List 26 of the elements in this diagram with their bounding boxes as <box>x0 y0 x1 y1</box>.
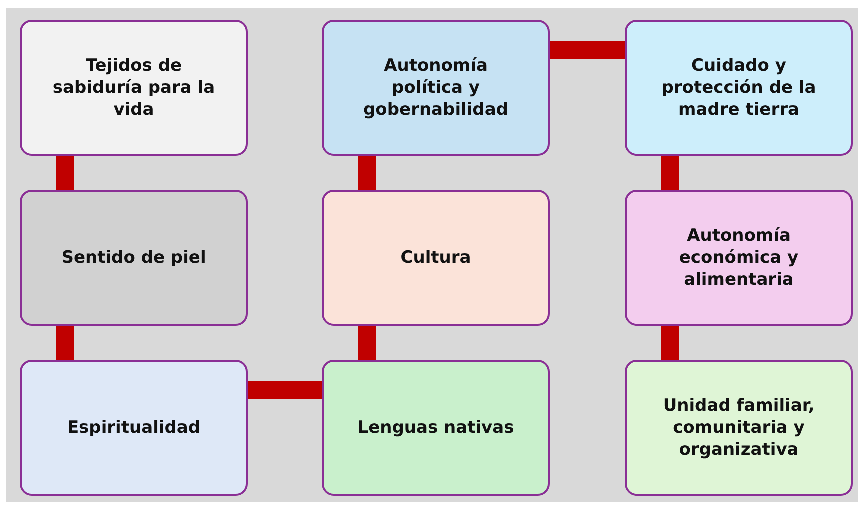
topic-box <box>625 360 853 496</box>
topic-label: Tejidos de sabiduría para la vida <box>52 54 216 122</box>
connector-bar <box>358 156 376 190</box>
topic-label: Sentido de piel <box>62 246 206 270</box>
topic-box <box>322 360 550 496</box>
topic-label: Unidad familiar, comunitaria y organizativa <box>662 394 816 462</box>
connector-bar <box>56 156 74 190</box>
connector-bar <box>358 326 376 360</box>
topic-label: Espiritualidad <box>67 416 201 440</box>
topic-box <box>625 190 853 326</box>
connector-bar <box>550 41 625 59</box>
topic-label: Autonomía política y gobernabilidad <box>362 54 510 122</box>
topic-label: Autonomía económica y alimentaria <box>678 224 800 292</box>
topic-box <box>20 360 248 496</box>
topic-label: Cuidado y protección de la madre tierra <box>660 54 818 122</box>
topic-box <box>20 190 248 326</box>
connector-bar <box>56 326 74 360</box>
topic-label: Lenguas nativas <box>358 416 514 440</box>
topic-box <box>322 190 550 326</box>
connector-bar <box>661 326 679 360</box>
topic-box <box>322 20 550 156</box>
connector-bar <box>248 381 322 399</box>
topic-label: Cultura <box>400 246 472 270</box>
connector-bar <box>661 156 679 190</box>
topic-box <box>20 20 248 156</box>
topic-box <box>625 20 853 156</box>
